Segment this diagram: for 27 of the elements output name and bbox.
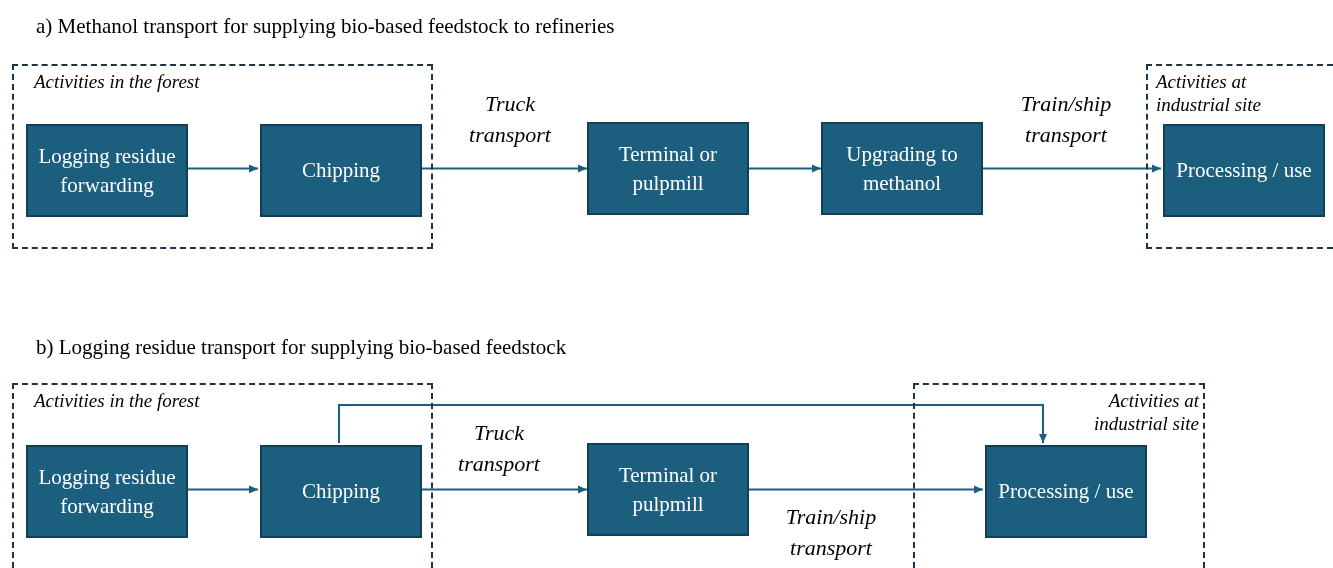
edge-label: Train/ship transport xyxy=(784,503,878,562)
dashed-group-frame xyxy=(12,64,433,249)
edge-label: Truck transport xyxy=(457,419,542,478)
section-heading: a) Methanol transport for supplying bio-based feedstock to refineries xyxy=(36,13,615,40)
group-heading: Activities at industrial site xyxy=(1156,70,1263,116)
group-heading: Activities in the forest xyxy=(34,70,201,93)
section-heading: b) Logging residue transport for supplying bio-based feedstock xyxy=(36,334,567,361)
process-box: Chipping xyxy=(260,124,422,217)
process-box: Chipping xyxy=(260,445,422,538)
process-box: Processing / use xyxy=(1163,124,1325,217)
process-box: Terminal or pulpmill xyxy=(587,122,749,215)
arrow xyxy=(748,485,984,494)
arrow xyxy=(982,164,1162,173)
edge-label: Truck transport xyxy=(468,90,553,149)
process-box: Upgrading to methanol xyxy=(821,122,983,215)
group-heading: Activities at industrial site xyxy=(1092,389,1199,435)
arrow xyxy=(338,404,1047,444)
process-box: Terminal or pulpmill xyxy=(587,443,749,536)
edge-label: Train/ship transport xyxy=(1019,90,1113,149)
process-box: Logging residue forwarding xyxy=(26,124,188,217)
group-heading: Activities in the forest xyxy=(34,389,201,412)
arrow xyxy=(748,164,822,173)
dashed-group-frame xyxy=(1146,64,1333,249)
process-box: Processing / use xyxy=(985,445,1147,538)
process-box: Logging residue forwarding xyxy=(26,445,188,538)
dashed-group-frame xyxy=(913,383,1205,568)
dashed-group-frame xyxy=(12,383,433,568)
